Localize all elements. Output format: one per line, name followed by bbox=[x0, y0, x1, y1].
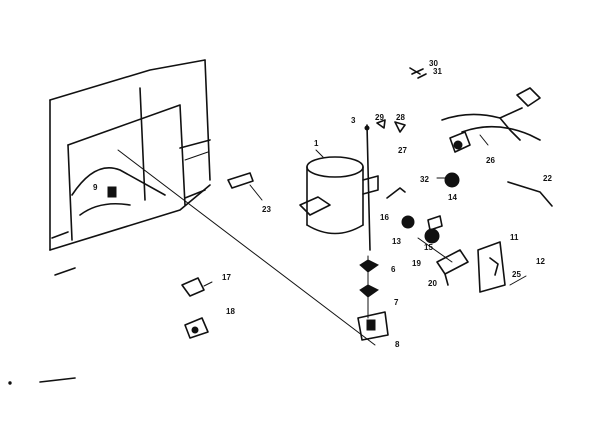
parts-30-31-screws bbox=[409, 67, 427, 79]
scale-mark bbox=[39, 377, 76, 383]
label-12: 12 bbox=[536, 257, 545, 266]
label-19: 19 bbox=[412, 259, 421, 268]
label-29: 29 bbox=[375, 113, 384, 122]
refrigerator-cabinet bbox=[49, 59, 211, 276]
grommets bbox=[357, 255, 389, 341]
label-30: 30 bbox=[429, 59, 438, 68]
label-23: 23 bbox=[262, 205, 271, 214]
part-16-screw bbox=[386, 187, 406, 199]
label-13: 13 bbox=[392, 237, 401, 246]
label-14: 14 bbox=[448, 193, 457, 202]
tube bbox=[366, 124, 371, 251]
label-6: 6 bbox=[391, 265, 396, 274]
capacitor bbox=[436, 249, 469, 286]
label-17: 17 bbox=[222, 273, 231, 282]
parts-17-18 bbox=[181, 277, 213, 339]
label-7: 7 bbox=[394, 298, 399, 307]
label-27: 27 bbox=[398, 146, 407, 155]
leader-line bbox=[117, 149, 376, 346]
relay-assembly bbox=[401, 215, 453, 263]
part-22-wire bbox=[507, 181, 553, 207]
label-18: 18 bbox=[226, 307, 235, 316]
label-31: 31 bbox=[433, 67, 442, 76]
label-26: 26 bbox=[486, 156, 495, 165]
label-16: 16 bbox=[380, 213, 389, 222]
part-28-screw bbox=[394, 121, 406, 133]
bracket bbox=[477, 241, 527, 293]
label-8: 8 bbox=[395, 340, 400, 349]
label-3: 3 bbox=[351, 116, 356, 125]
label-20: 20 bbox=[428, 279, 437, 288]
label-9: 9 bbox=[93, 183, 98, 192]
label-22: 22 bbox=[543, 174, 552, 183]
label-15: 15 bbox=[424, 243, 433, 252]
label-32: 32 bbox=[420, 175, 429, 184]
part-23-shaft bbox=[227, 172, 263, 201]
part-29-clip bbox=[376, 119, 386, 129]
callouts: 1 3 6 7 8 9 11 12 13 14 15 16 17 18 19 2… bbox=[93, 59, 552, 349]
overload-protector bbox=[436, 172, 460, 188]
wire-harness bbox=[441, 87, 541, 153]
label-1: 1 bbox=[314, 139, 319, 148]
compressor bbox=[299, 149, 379, 235]
label-25: 25 bbox=[512, 270, 521, 279]
label-28: 28 bbox=[396, 113, 405, 122]
label-11: 11 bbox=[510, 233, 519, 242]
